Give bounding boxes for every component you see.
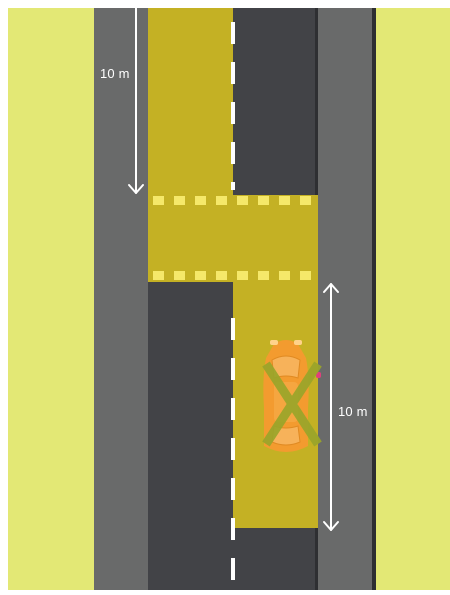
lane-dash [231, 62, 235, 84]
crossing-block [258, 271, 269, 280]
footpath-right [318, 8, 375, 590]
lane-dash [231, 518, 235, 540]
crossing-block [237, 271, 248, 280]
lane-dash [231, 102, 235, 124]
lane-dash [231, 398, 235, 420]
lane-dash [231, 182, 235, 190]
crossing-block [153, 196, 164, 205]
crossing-block [279, 271, 290, 280]
footpath-left [94, 8, 148, 590]
crossing-block [216, 271, 227, 280]
crossing-block [195, 196, 206, 205]
crossing-block [258, 196, 269, 205]
lane-dash [231, 438, 235, 460]
crossing-block [153, 271, 164, 280]
dimension-label-top: 10 m [100, 66, 130, 81]
lane-dash [231, 318, 235, 340]
crossing-block [174, 271, 185, 280]
grass-right [375, 8, 450, 590]
crossing-block [300, 271, 311, 280]
grass-left [8, 8, 94, 590]
lane-dash [231, 358, 235, 380]
kerb-right-outer [372, 8, 376, 590]
lane-dash [231, 22, 235, 44]
crossing-block [279, 196, 290, 205]
lane-dash [231, 558, 235, 580]
crossing-block [300, 196, 311, 205]
lane-dash [231, 142, 235, 164]
crossing-block [237, 196, 248, 205]
lane-dash [231, 478, 235, 500]
crossing-block [174, 196, 185, 205]
crossing-block [195, 271, 206, 280]
dimension-label-right: 10 m [338, 404, 368, 419]
crossing-block [216, 196, 227, 205]
